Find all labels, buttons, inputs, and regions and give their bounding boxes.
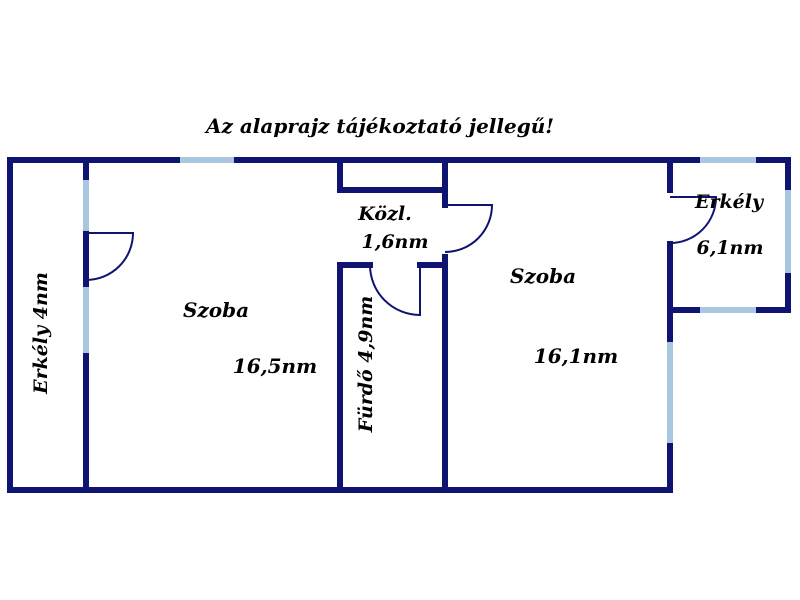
room1-name: Szoba bbox=[183, 298, 249, 322]
right-balcony-area: 6,1nm bbox=[697, 237, 764, 259]
corridor-area: 1,6nm bbox=[362, 231, 429, 253]
right-balcony-name: Erkély bbox=[694, 191, 765, 213]
door-left-balcony bbox=[85, 232, 135, 281]
room1-area: 16,5nm bbox=[233, 354, 317, 378]
room2-name: Szoba bbox=[510, 264, 576, 288]
doors bbox=[85, 196, 718, 317]
door-bathroom bbox=[369, 264, 421, 317]
bathroom-label: Fürdő 4,9nm bbox=[355, 296, 377, 434]
windows bbox=[83, 157, 791, 443]
door-right-balcony bbox=[669, 196, 718, 244]
corridor-name: Közl. bbox=[357, 203, 411, 225]
walls bbox=[7, 157, 791, 493]
door-corridor-room2 bbox=[444, 204, 494, 253]
disclaimer-note: Az alaprajz tájékoztató jellegű! bbox=[204, 114, 554, 138]
room2-area: 16,1nm bbox=[534, 344, 618, 368]
left-balcony-label: Erkély 4nm bbox=[30, 272, 52, 395]
